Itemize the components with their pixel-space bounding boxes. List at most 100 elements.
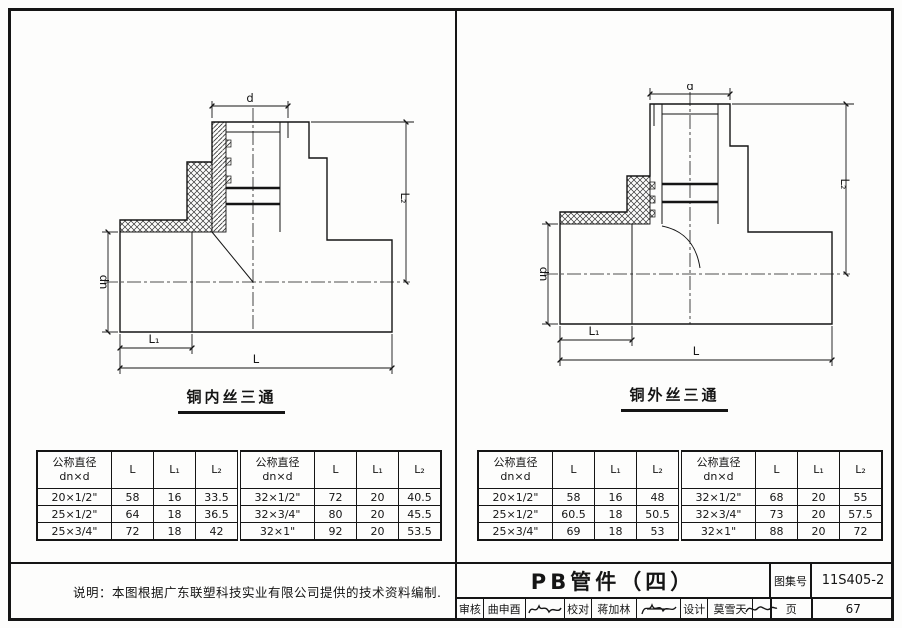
brass-insert-hatch xyxy=(211,121,232,233)
design-label: 设计 xyxy=(680,599,707,619)
cell: 36.5 xyxy=(195,505,240,523)
col-diameter-line1: 公称直径 xyxy=(255,456,300,470)
body-outline xyxy=(119,121,393,333)
cell: 53.5 xyxy=(398,522,442,541)
dim-L: L xyxy=(253,352,260,366)
col-L2: L₂ xyxy=(636,450,681,489)
cell: 18 xyxy=(153,522,196,541)
cell: 73 xyxy=(755,505,798,523)
table-header-row: 公称直径 dn×d L L₁ L₂ 公称直径 dn×d L L₁ L₂ xyxy=(36,450,442,489)
col-diameter-line2: dn×d xyxy=(500,470,531,483)
review-label: 审核 xyxy=(458,603,481,616)
cell: 32×1" xyxy=(237,522,315,541)
cell: 58 xyxy=(111,488,154,506)
col-diameter-line2: dn×d xyxy=(703,470,734,483)
proof-signature xyxy=(635,599,681,619)
cell: 32×1/2" xyxy=(678,488,756,506)
dim-dn: dn xyxy=(537,267,551,282)
sheet-title: PB管件（四） xyxy=(530,569,696,594)
cell: 32×1" xyxy=(678,522,756,541)
footer-divider xyxy=(8,562,894,564)
cell: 55 xyxy=(839,488,883,506)
cell: 18 xyxy=(594,505,637,523)
sheet-border xyxy=(8,8,894,621)
dimension-labels: d dn L₂ L₁ L xyxy=(537,79,852,358)
dimension-labels: d dn L₂ L₁ L xyxy=(97,91,412,366)
table-row: 25×3/4" 72 18 42 32×1" 92 20 53.5 xyxy=(36,522,442,541)
plastic-overmold-hatch xyxy=(119,161,213,233)
design-signature xyxy=(745,599,778,619)
col-diameter-line2: dn×d xyxy=(262,470,293,483)
table-row: 25×1/2" 60.5 18 50.5 32×3/4" 73 20 57.5 xyxy=(477,505,883,523)
cell: 50.5 xyxy=(636,505,681,523)
col-L: L xyxy=(755,450,798,489)
col-diameter-line1: 公称直径 xyxy=(696,456,741,470)
title-block-row2: 审核 曲申酉 校对 蒋加林 设计 莫雪天 页 67 xyxy=(457,597,894,619)
proof-label: 校对 xyxy=(564,599,591,619)
cell: 69 xyxy=(552,522,595,541)
figure-internal-thread-tee: d dn L₂ L₁ L xyxy=(92,91,422,381)
cell: 68 xyxy=(755,488,798,506)
cell: 92 xyxy=(314,522,357,541)
dimension-lines xyxy=(542,88,854,366)
col-L: L xyxy=(111,450,154,489)
center-divider xyxy=(455,8,457,621)
cell: 42 xyxy=(195,522,240,541)
dimension-lines xyxy=(102,101,414,374)
cell: 80 xyxy=(314,505,357,523)
title-block: PB管件（四） 图集号 11S405-2 审核 曲申酉 校对 蒋加林 设计 莫雪… xyxy=(457,564,894,619)
col-diameter-line1: 公称直径 xyxy=(52,456,97,470)
table-header-row: 公称直径 dn×d L L₁ L₂ 公称直径 dn×d L L₁ L₂ xyxy=(477,450,883,489)
col-diameter: 公称直径 dn×d xyxy=(237,450,315,489)
cell: 53 xyxy=(636,522,681,541)
dimension-table-external: 公称直径 dn×d L L₁ L₂ 公称直径 dn×d L L₁ L₂ 20×1… xyxy=(477,450,883,541)
dim-L1: L₁ xyxy=(588,324,599,338)
atlas-no-value: 11S405-2 xyxy=(810,564,894,597)
cell: 72 xyxy=(111,522,154,541)
dim-L1: L₁ xyxy=(148,332,159,346)
title-block-row1: PB管件（四） 图集号 11S405-2 xyxy=(457,564,894,597)
dim-dn: dn xyxy=(97,275,111,290)
col-L: L xyxy=(552,450,595,489)
cell: 45.5 xyxy=(398,505,442,523)
col-L1: L₁ xyxy=(153,450,196,489)
caption-text: 铜内丝三通 xyxy=(178,386,285,414)
figure-external-thread-tee: d dn L₂ L₁ L xyxy=(532,79,862,373)
cell: 16 xyxy=(153,488,196,506)
cell: 18 xyxy=(594,522,637,541)
cell: 20 xyxy=(797,488,840,506)
caption-text: 铜外丝三通 xyxy=(621,384,728,412)
caption-internal-thread-tee: 铜内丝三通 xyxy=(8,386,455,414)
cell: 88 xyxy=(755,522,798,541)
dim-L2: L₂ xyxy=(398,192,412,203)
cell: 64 xyxy=(111,505,154,523)
col-L1: L₁ xyxy=(356,450,399,489)
dim-L: L xyxy=(693,344,700,358)
col-L2: L₂ xyxy=(195,450,240,489)
cell: 20 xyxy=(797,505,840,523)
caption-external-thread-tee: 铜外丝三通 xyxy=(455,384,894,412)
col-L: L xyxy=(314,450,357,489)
cell: 20 xyxy=(356,505,399,523)
plastic-overmold-hatch xyxy=(559,175,651,225)
cell: 25×1/2" xyxy=(36,505,112,523)
cell: 40.5 xyxy=(398,488,442,506)
col-diameter-line1: 公称直径 xyxy=(493,456,538,470)
cell: 20×1/2" xyxy=(477,488,553,506)
cell: 18 xyxy=(153,505,196,523)
bore-lines xyxy=(631,104,719,324)
cell: 25×3/4" xyxy=(36,522,112,541)
cell: 33.5 xyxy=(195,488,240,506)
table-row: 20×1/2" 58 16 48 32×1/2" 68 20 55 xyxy=(477,488,883,506)
cell: 20 xyxy=(797,522,840,541)
table-row: 20×1/2" 58 16 33.5 32×1/2" 72 20 40.5 xyxy=(36,488,442,506)
dim-d: d xyxy=(246,92,253,105)
cell: 25×1/2" xyxy=(477,505,553,523)
cell: 20 xyxy=(356,488,399,506)
col-diameter: 公称直径 dn×d xyxy=(477,450,553,489)
centerlines xyxy=(544,92,850,324)
design-name: 莫雪天 xyxy=(707,599,752,619)
atlas-no-label: 图集号 xyxy=(769,564,810,597)
page-number: 67 xyxy=(810,599,894,619)
